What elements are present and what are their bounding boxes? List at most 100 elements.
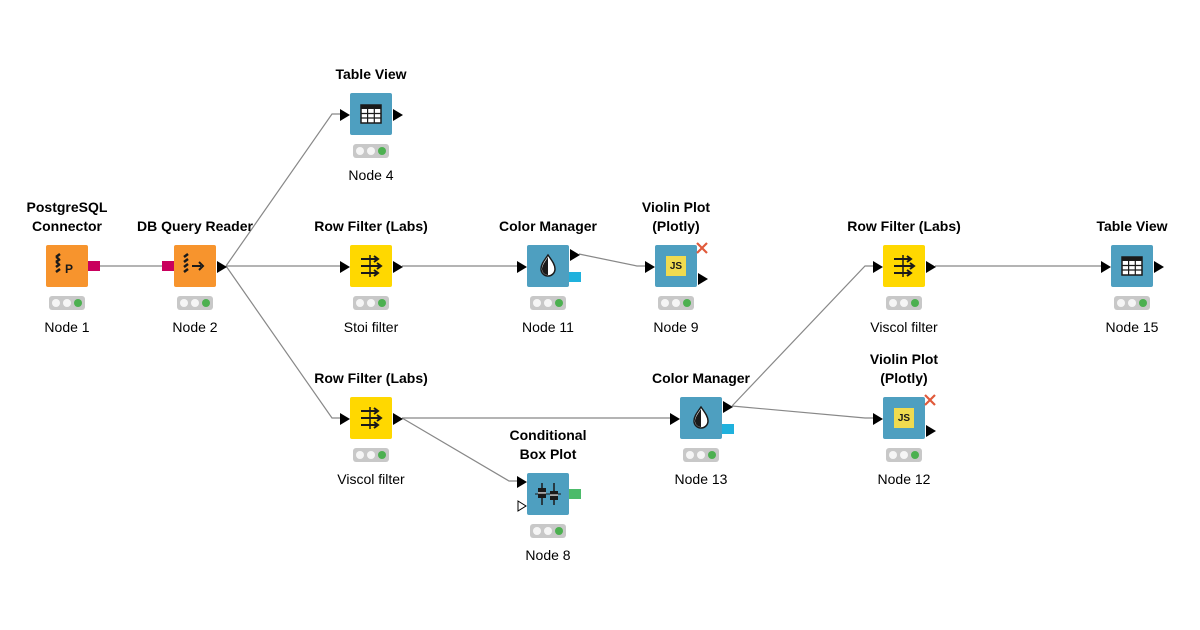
connection-n2-nrf2[interactable] (225, 265, 342, 419)
connection-n2-n4[interactable] (225, 113, 342, 267)
status-light-red (356, 147, 364, 155)
out-port[interactable] (393, 260, 403, 278)
connection-nrf2-n8[interactable] (401, 417, 519, 482)
node-title: Row Filter (Labs) (314, 370, 428, 386)
in-port[interactable] (873, 260, 883, 278)
node-box[interactable] (527, 245, 569, 287)
node-label[interactable]: Viscol filter (870, 319, 938, 335)
out-port[interactable] (570, 248, 580, 266)
node-status-lights (886, 448, 922, 462)
node-title: Table View (335, 66, 407, 82)
status-light-yellow (367, 147, 375, 155)
node-box[interactable]: P (46, 245, 88, 287)
node-box[interactable]: JS (655, 245, 697, 287)
node-label[interactable]: Node 9 (653, 319, 699, 335)
out-port[interactable] (217, 260, 227, 278)
node-status-lights (683, 448, 719, 462)
status-light-red (533, 527, 541, 535)
status-light-green (555, 299, 563, 307)
in-port[interactable] (340, 108, 350, 126)
status-light-red (686, 451, 694, 459)
db-in-port[interactable] (162, 261, 174, 271)
out-port[interactable] (698, 272, 708, 290)
status-light-yellow (1128, 299, 1136, 307)
status-light-red (180, 299, 188, 307)
out-port[interactable] (393, 412, 403, 430)
node-label[interactable]: Node 11 (522, 319, 574, 335)
out-port[interactable] (926, 260, 936, 278)
node-title: Table View (1096, 218, 1168, 234)
status-light-red (533, 299, 541, 307)
status-light-green (1139, 299, 1147, 307)
optional-in-port[interactable] (517, 499, 527, 517)
node-label[interactable]: Viscol filter (337, 471, 405, 487)
connection-n13-n12[interactable] (731, 405, 875, 419)
in-port[interactable] (517, 260, 527, 278)
node-title: Conditional Box Plot (509, 427, 587, 462)
out-port[interactable] (926, 424, 936, 442)
js-badge-text: JS (897, 413, 911, 424)
node-title: Color Manager (498, 218, 597, 234)
status-light-green (708, 451, 716, 459)
node-status-lights (353, 144, 389, 158)
in-port[interactable] (645, 260, 655, 278)
view-out-port[interactable] (569, 489, 581, 499)
out-port[interactable] (393, 108, 403, 126)
node-box[interactable] (1111, 245, 1153, 287)
node-box[interactable]: JS (883, 397, 925, 439)
color-out-port[interactable] (569, 272, 581, 282)
connection-n13-nrf3[interactable] (731, 265, 875, 407)
status-light-green (911, 299, 919, 307)
status-light-green (911, 451, 919, 459)
status-light-yellow (191, 299, 199, 307)
node-title: DB Query Reader (137, 218, 253, 234)
status-light-red (52, 299, 60, 307)
node-label[interactable]: Node 12 (877, 471, 931, 487)
status-light-green (378, 147, 386, 155)
node-box[interactable] (350, 397, 392, 439)
status-light-yellow (900, 299, 908, 307)
node-box[interactable] (350, 93, 392, 135)
node-status-lights (886, 296, 922, 310)
node-box[interactable] (350, 245, 392, 287)
node-title: PostgreSQL Connector (26, 199, 108, 234)
node-label[interactable]: Stoi filter (343, 319, 399, 335)
node-status-lights (1114, 296, 1150, 310)
node-box[interactable] (680, 397, 722, 439)
db-out-port[interactable] (88, 261, 100, 271)
node-label[interactable]: Node 13 (674, 471, 728, 487)
node-status-lights (49, 296, 85, 310)
node-status-lights (353, 448, 389, 462)
node-label[interactable]: Node 15 (1105, 319, 1159, 335)
in-port[interactable] (340, 412, 350, 430)
node-label[interactable]: Node 4 (348, 167, 394, 183)
node-box[interactable] (174, 245, 216, 287)
status-light-green (378, 451, 386, 459)
in-port[interactable] (517, 475, 527, 493)
node-label[interactable]: Node 8 (525, 547, 571, 563)
node-label[interactable]: Node 1 (44, 319, 90, 335)
in-port[interactable] (873, 412, 883, 430)
node-label[interactable]: Node 2 (172, 319, 218, 335)
node-status-lights (177, 296, 213, 310)
connection-n11-n9[interactable] (578, 253, 647, 267)
in-port[interactable] (340, 260, 350, 278)
status-light-red (1117, 299, 1125, 307)
in-port[interactable] (1101, 260, 1111, 278)
status-light-red (356, 299, 364, 307)
status-light-yellow (697, 451, 705, 459)
status-light-yellow (544, 299, 552, 307)
out-port[interactable] (723, 400, 733, 418)
status-light-green (74, 299, 82, 307)
node-box[interactable] (527, 473, 569, 515)
in-port[interactable] (670, 412, 680, 430)
node-title: Row Filter (Labs) (314, 218, 428, 234)
color-out-port[interactable] (722, 424, 734, 434)
node-box[interactable] (883, 245, 925, 287)
status-light-red (661, 299, 669, 307)
warning-x-icon (923, 393, 937, 407)
node-title: Violin Plot (Plotly) (641, 199, 711, 234)
status-light-yellow (900, 451, 908, 459)
out-port[interactable] (1154, 260, 1164, 278)
